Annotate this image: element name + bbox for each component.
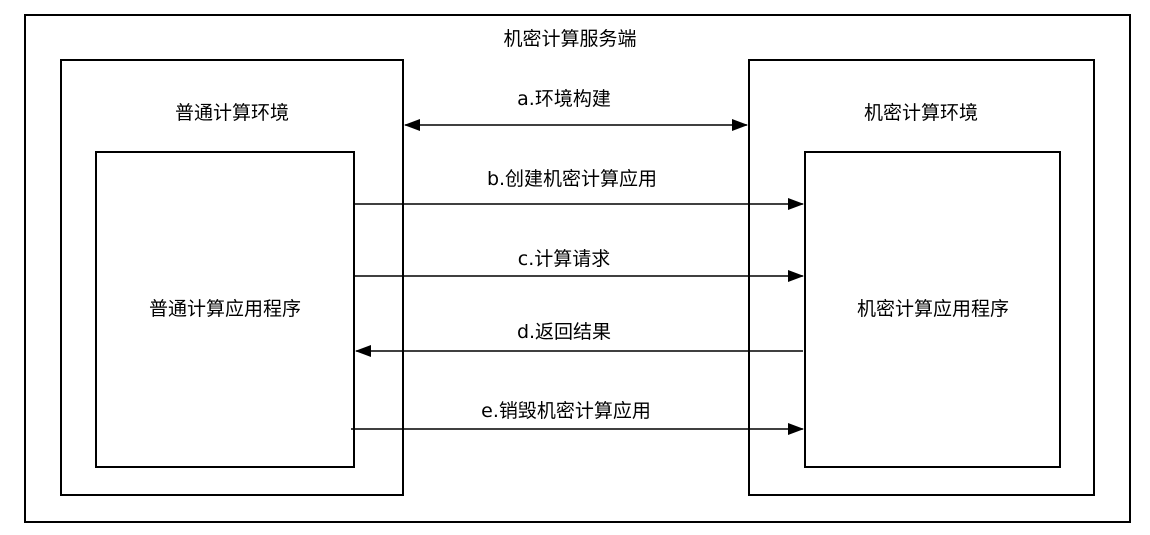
normal-environment-title: 普通计算环境 — [174, 102, 290, 124]
flow-label-e: e.销毁机密计算应用 — [481, 400, 651, 422]
flow-label-b: b.创建机密计算应用 — [486, 168, 658, 190]
normal-application-box — [95, 151, 355, 468]
server-title: 机密计算服务端 — [503, 28, 637, 50]
flow-label-d: d.返回结果 — [516, 321, 612, 343]
confidential-environment-title: 机密计算环境 — [863, 102, 979, 124]
flow-label-a: a.环境构建 — [517, 88, 611, 110]
normal-application-label: 普通计算应用程序 — [148, 298, 302, 320]
confidential-application-label: 机密计算应用程序 — [856, 298, 1010, 320]
flow-label-c: c.计算请求 — [517, 248, 611, 270]
confidential-application-box — [804, 151, 1061, 468]
